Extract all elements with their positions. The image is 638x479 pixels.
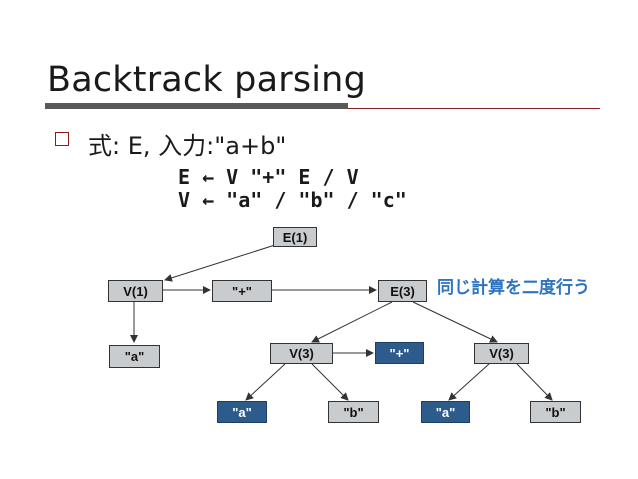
edge-v3a-b1 <box>311 363 349 401</box>
duplicate-computation-note: 同じ計算を二度行う <box>437 278 590 298</box>
bullet-icon <box>55 132 69 146</box>
node-a1: "a" <box>109 345 160 368</box>
slide-title: Backtrack parsing <box>47 60 366 100</box>
node-plus2: "+" <box>375 342 424 364</box>
node-v3b: V(3) <box>474 343 529 364</box>
edge-e3-v3b <box>412 301 498 343</box>
node-a3: "a" <box>421 401 470 423</box>
node-v1: V(1) <box>108 280 163 302</box>
bullet-text: 式: E, 入力:"a+b" <box>88 132 287 160</box>
edge-e3-v3a <box>311 301 393 343</box>
node-e1: E(1) <box>273 227 317 247</box>
node-a2: "a" <box>217 401 267 423</box>
node-b1: "b" <box>328 401 379 423</box>
edge-v3b-b2 <box>516 363 553 401</box>
edge-e1-v1 <box>164 244 276 282</box>
node-b2: "b" <box>530 401 581 423</box>
node-e3: E(3) <box>378 280 427 302</box>
node-v3a: V(3) <box>270 343 333 364</box>
edge-v3b-a3 <box>448 363 490 401</box>
title-underline <box>45 103 348 109</box>
title-rule <box>348 108 600 109</box>
grammar-rule-e: E ← V "+" E / V <box>178 165 359 189</box>
node-plus1: "+" <box>212 280 272 302</box>
edge-v3a-a2 <box>245 363 286 401</box>
grammar-rule-v: V ← "a" / "b" / "c" <box>178 188 407 212</box>
